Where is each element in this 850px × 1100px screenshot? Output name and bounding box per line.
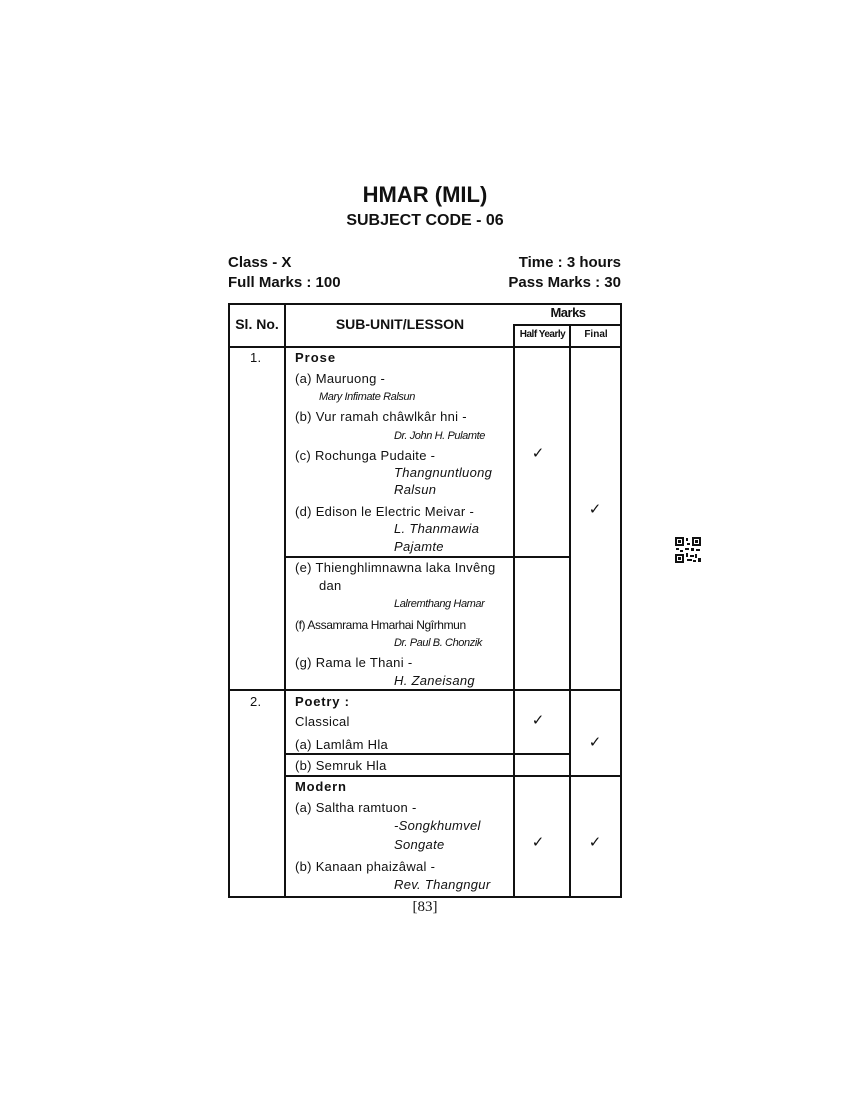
full-marks-label: Full Marks : 100 bbox=[228, 274, 341, 291]
author: -Songkhumvel bbox=[394, 818, 481, 833]
lesson: (a) Saltha ramtuon - bbox=[295, 800, 417, 815]
lesson: (b) Semruk Hla bbox=[295, 758, 387, 773]
header-half-yearly: Half Yearly bbox=[519, 329, 566, 340]
header-sub-unit: SUB-UNIT/LESSON bbox=[335, 316, 465, 332]
author: L. Thanmawia bbox=[394, 521, 480, 536]
lesson: (a) Lamlâm Hla bbox=[295, 737, 389, 752]
table-border bbox=[569, 324, 571, 898]
table-border bbox=[228, 346, 622, 348]
table-border bbox=[284, 303, 286, 898]
lesson: (c) Rochunga Pudaite - bbox=[295, 448, 436, 463]
table-border bbox=[514, 324, 622, 326]
author: Mary Infimate Ralsun bbox=[319, 391, 415, 403]
table-border bbox=[513, 324, 515, 898]
lesson: (a) Mauruong - bbox=[295, 371, 386, 386]
table-border bbox=[620, 303, 622, 898]
time-label: Time : 3 hours bbox=[518, 254, 621, 271]
check-icon: ✓ bbox=[531, 712, 545, 729]
lesson: (b) Vur ramah châwlkâr hni - bbox=[295, 409, 467, 424]
pass-marks-label: Pass Marks : 30 bbox=[508, 274, 621, 291]
sl-no: 2. bbox=[250, 694, 262, 709]
qr-code-icon bbox=[675, 537, 701, 563]
check-icon: ✓ bbox=[588, 834, 602, 851]
table-border bbox=[228, 303, 230, 898]
author: Ralsun bbox=[394, 482, 437, 497]
lesson: (f) Assamrama Hmarhai Ngîrhmun bbox=[295, 618, 466, 632]
author: Lalremthang Hamar bbox=[394, 598, 485, 610]
header-final: Final bbox=[584, 329, 608, 340]
author: Dr. John H. Pulamte bbox=[394, 430, 486, 442]
lesson: dan bbox=[319, 578, 342, 593]
table-border bbox=[285, 556, 571, 558]
subsection-heading: Modern bbox=[295, 779, 347, 794]
table-border bbox=[228, 689, 622, 691]
author: Songate bbox=[394, 837, 445, 852]
check-icon: ✓ bbox=[531, 445, 545, 462]
section-heading: Prose bbox=[295, 350, 337, 365]
subsection-heading: Classical bbox=[295, 714, 350, 729]
table-border bbox=[285, 775, 622, 777]
author: Dr. Paul B. Chonzik bbox=[394, 637, 482, 649]
check-icon: ✓ bbox=[588, 501, 602, 518]
header-marks: Marks bbox=[550, 305, 586, 320]
author: H. Zaneisang bbox=[394, 673, 475, 688]
sl-no: 1. bbox=[250, 350, 262, 365]
table-border bbox=[285, 753, 571, 755]
lesson: (e) Thienghlimnawna laka Invêng bbox=[295, 560, 496, 575]
check-icon: ✓ bbox=[531, 834, 545, 851]
author: Pajamte bbox=[394, 539, 444, 554]
author: Rev. Thangngur bbox=[394, 877, 491, 892]
check-icon: ✓ bbox=[588, 734, 602, 751]
page-number: [83] bbox=[412, 899, 438, 915]
lesson: (d) Edison le Electric Meivar - bbox=[295, 504, 475, 519]
header-sl-no: Sl. No. bbox=[235, 316, 279, 332]
author: Thangnuntluong bbox=[394, 465, 493, 480]
subject-code: SUBJECT CODE - 06 bbox=[346, 212, 504, 229]
class-label: Class - X bbox=[228, 254, 292, 271]
page-title: HMAR (MIL) bbox=[362, 182, 488, 207]
table-border bbox=[228, 303, 622, 305]
section-heading: Poetry : bbox=[295, 694, 350, 709]
table-border bbox=[228, 896, 622, 898]
lesson: (g) Rama le Thani - bbox=[295, 655, 413, 670]
lesson: (b) Kanaan phaizâwal - bbox=[295, 859, 436, 874]
